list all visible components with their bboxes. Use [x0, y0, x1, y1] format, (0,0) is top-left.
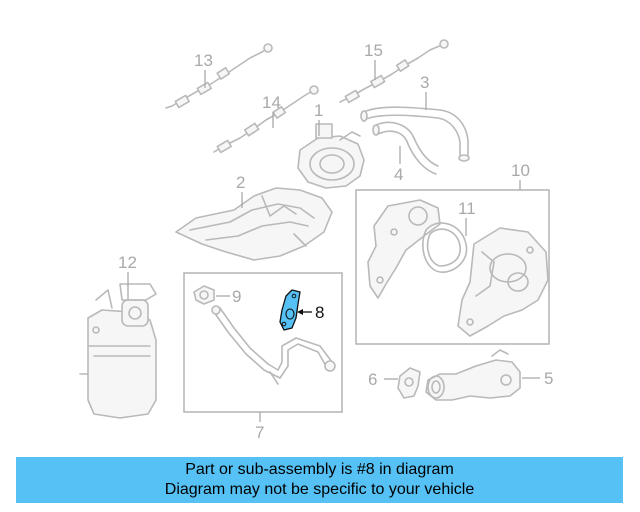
part-11-gasket[interactable] — [422, 222, 468, 273]
part-8-gasket-highlighted[interactable] — [279, 289, 301, 331]
banner-line-1: Part or sub-assembly is #8 in diagram — [185, 461, 454, 478]
part-10-gasket[interactable] — [367, 199, 441, 299]
part-12-canister[interactable] — [79, 283, 157, 419]
callout-2: 2 — [236, 173, 245, 192]
part-1-vacuum-pump[interactable] — [297, 123, 365, 189]
callout-10: 10 — [511, 161, 530, 180]
callout-15: 15 — [364, 41, 383, 60]
arrow-left-icon — [297, 309, 303, 315]
part-2-heat-shield[interactable] — [175, 187, 333, 261]
callout-11: 11 — [458, 199, 476, 218]
part-6-gasket[interactable] — [397, 367, 421, 399]
part-4-coolant-hose[interactable] — [372, 121, 439, 175]
part-9-seal[interactable] — [193, 285, 215, 305]
part-7-pipe[interactable] — [211, 305, 336, 385]
callout-14: 14 — [262, 93, 281, 112]
part-14-sensor-wire[interactable] — [213, 85, 319, 154]
part-15-sensor-wire[interactable] — [339, 39, 449, 104]
group-7-box — [183, 272, 343, 413]
callout-3: 3 — [420, 73, 429, 92]
callout-6: 6 — [368, 370, 377, 389]
callout-13: 13 — [194, 51, 213, 70]
part-3-coolant-pipe[interactable] — [360, 106, 470, 162]
banner-line-2: Diagram may not be specific to your vehi… — [164, 481, 475, 498]
callout-1: 1 — [314, 101, 323, 120]
part-13-sensor-wire[interactable] — [165, 43, 273, 109]
callout-9: 9 — [232, 287, 241, 306]
callout-12: 12 — [118, 253, 137, 272]
callout-4: 4 — [394, 165, 403, 184]
part-5-outlet[interactable] — [425, 349, 521, 401]
info-banner: Part or sub-assembly is #8 in diagram Di… — [16, 457, 623, 503]
part-10-housing[interactable] — [457, 227, 549, 337]
callout-8: 8 — [315, 303, 324, 322]
group-10-box — [355, 189, 550, 345]
callout-5: 5 — [544, 369, 553, 388]
callout-7: 7 — [255, 423, 264, 442]
